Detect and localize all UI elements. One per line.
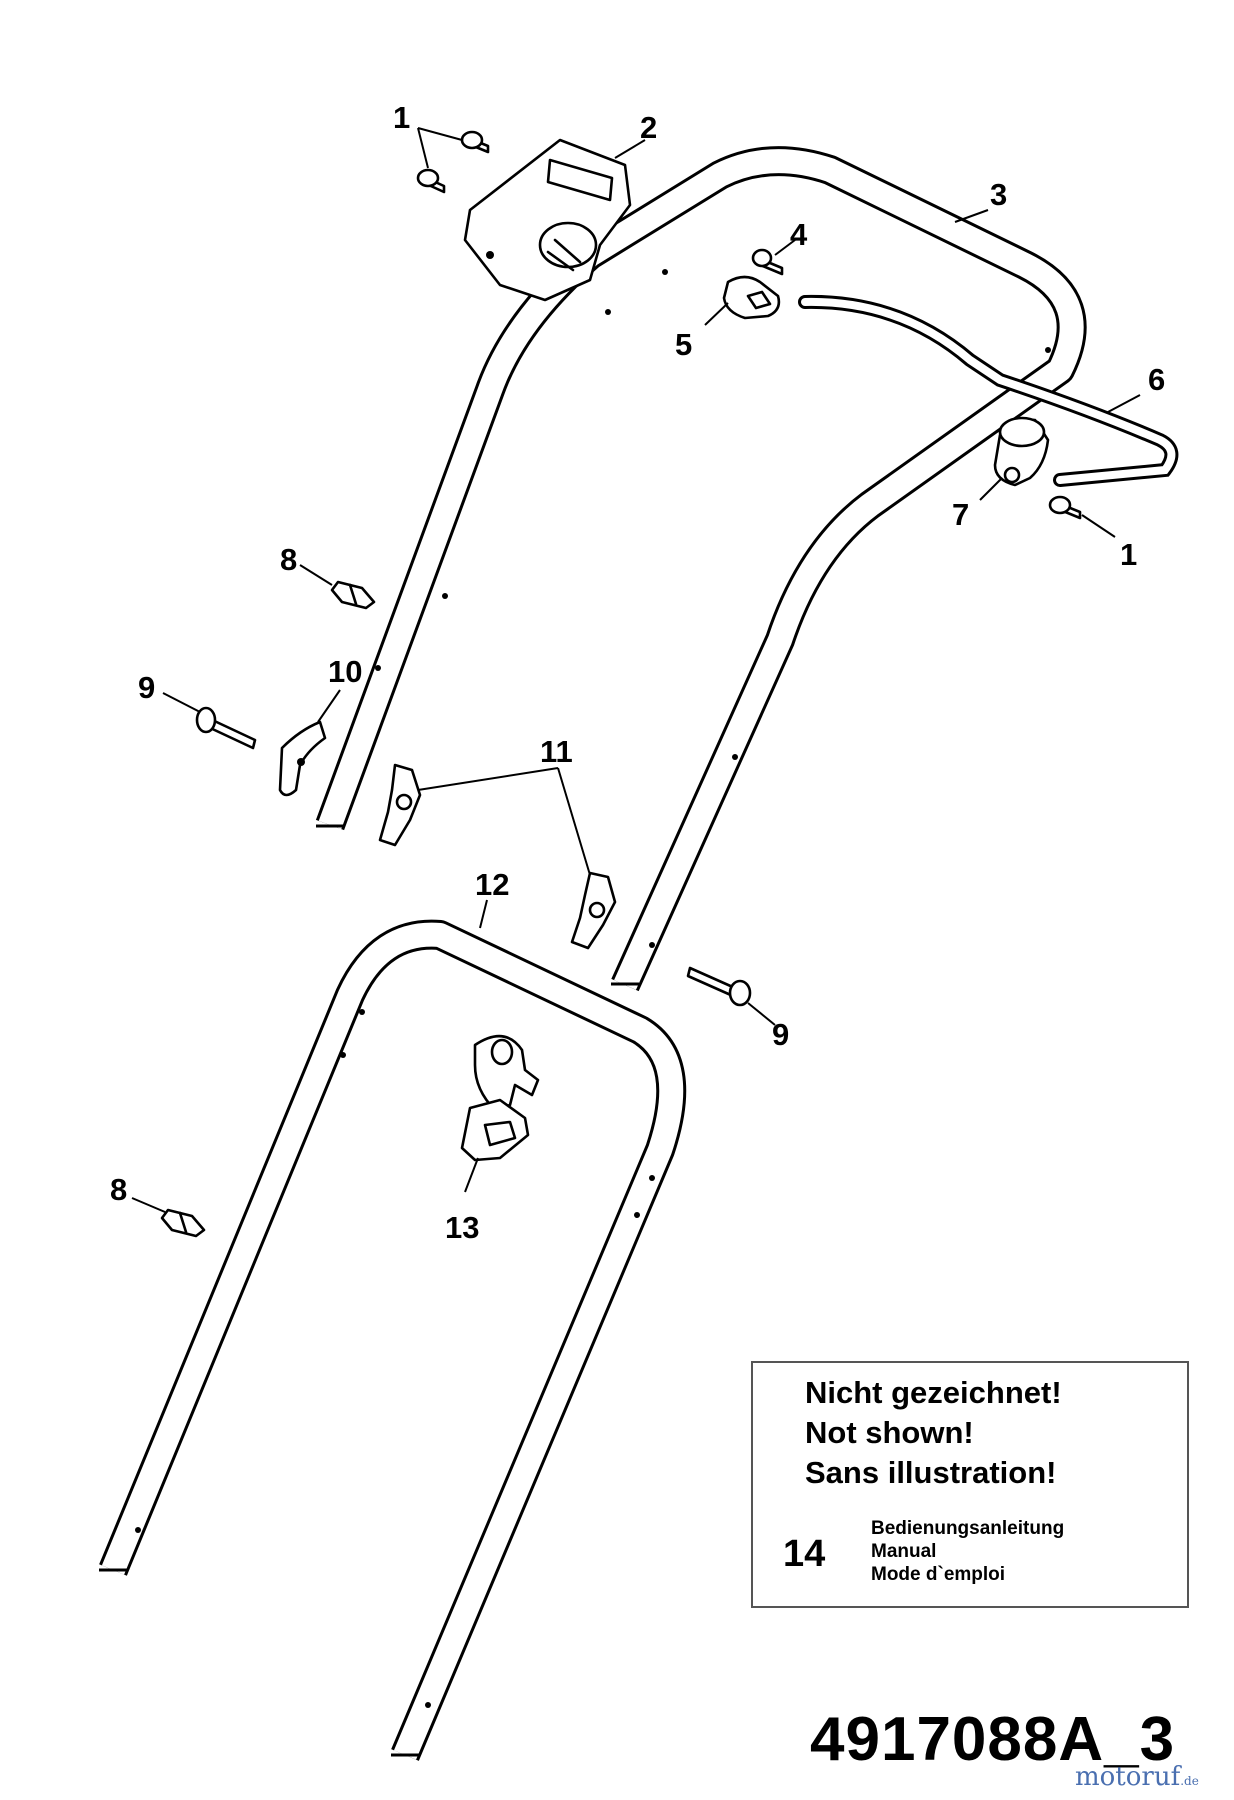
callout-11: 11 bbox=[540, 734, 573, 769]
note-line-english: Not shown! bbox=[805, 1415, 974, 1450]
screw-part-top-b bbox=[416, 168, 446, 194]
callout-2: 2 bbox=[640, 110, 657, 145]
screw-part-top-a bbox=[460, 130, 490, 154]
nut-part-upper bbox=[330, 580, 376, 610]
callout-9-right: 9 bbox=[772, 1017, 789, 1052]
note-line-german: Nicht gezeichnet! bbox=[805, 1375, 1062, 1410]
note-line-french: Sans illustration! bbox=[805, 1455, 1057, 1490]
upper-handle bbox=[315, 146, 1087, 992]
callout-12: 12 bbox=[475, 867, 509, 902]
cable-clamp-part bbox=[722, 275, 781, 320]
screw-part-right bbox=[1048, 495, 1082, 520]
watermark-logo: motoruf.de bbox=[1075, 1762, 1199, 1792]
bolt-part-right bbox=[686, 966, 752, 1007]
wing-knob-part-lower bbox=[570, 871, 617, 950]
lower-handle bbox=[99, 919, 687, 1761]
note-item-number: 14 bbox=[783, 1533, 826, 1575]
callout-3: 3 bbox=[990, 177, 1007, 212]
screw-part-4 bbox=[751, 248, 784, 276]
callout-9-left: 9 bbox=[138, 670, 155, 705]
manual-label-german: Bedienungsanleitung bbox=[871, 1518, 1065, 1539]
drawing-number: 4917088A_3 bbox=[810, 1705, 1176, 1774]
not-shown-note-box: Nicht gezeichnet! Not shown! Sans illust… bbox=[751, 1361, 1189, 1608]
leader-lines bbox=[131, 127, 1141, 1213]
callout-10: 10 bbox=[328, 654, 362, 689]
cable-housing-part bbox=[463, 138, 632, 302]
callout-5: 5 bbox=[675, 327, 692, 362]
clamp-lever-part bbox=[278, 720, 327, 797]
bolt-part-left bbox=[195, 706, 257, 750]
callout-13: 13 bbox=[445, 1210, 479, 1245]
callout-1: 1 bbox=[393, 100, 410, 135]
manual-label-english: Manual bbox=[871, 1541, 937, 1562]
cable-holder-part bbox=[993, 416, 1050, 487]
manual-label-french: Mode d`emploi bbox=[871, 1564, 1006, 1585]
callout-8-lower: 8 bbox=[110, 1172, 127, 1207]
callout-7: 7 bbox=[952, 497, 969, 532]
nut-part-lower bbox=[160, 1208, 206, 1238]
callout-4: 4 bbox=[790, 217, 808, 252]
watermark-brand: motoruf bbox=[1075, 1762, 1181, 1792]
callout-labels: 1 2 3 4 5 6 7 1 8 9 10 11 12 9 8 13 bbox=[110, 100, 1165, 1245]
callout-8-upper: 8 bbox=[280, 542, 297, 577]
bowden-cable-part bbox=[798, 294, 1179, 487]
callout-1-right: 1 bbox=[1120, 537, 1137, 572]
cable-guide-part bbox=[460, 1034, 540, 1162]
callout-6: 6 bbox=[1148, 362, 1165, 397]
watermark-suffix: .de bbox=[1180, 1774, 1199, 1788]
wing-knob-part-upper bbox=[378, 763, 422, 847]
